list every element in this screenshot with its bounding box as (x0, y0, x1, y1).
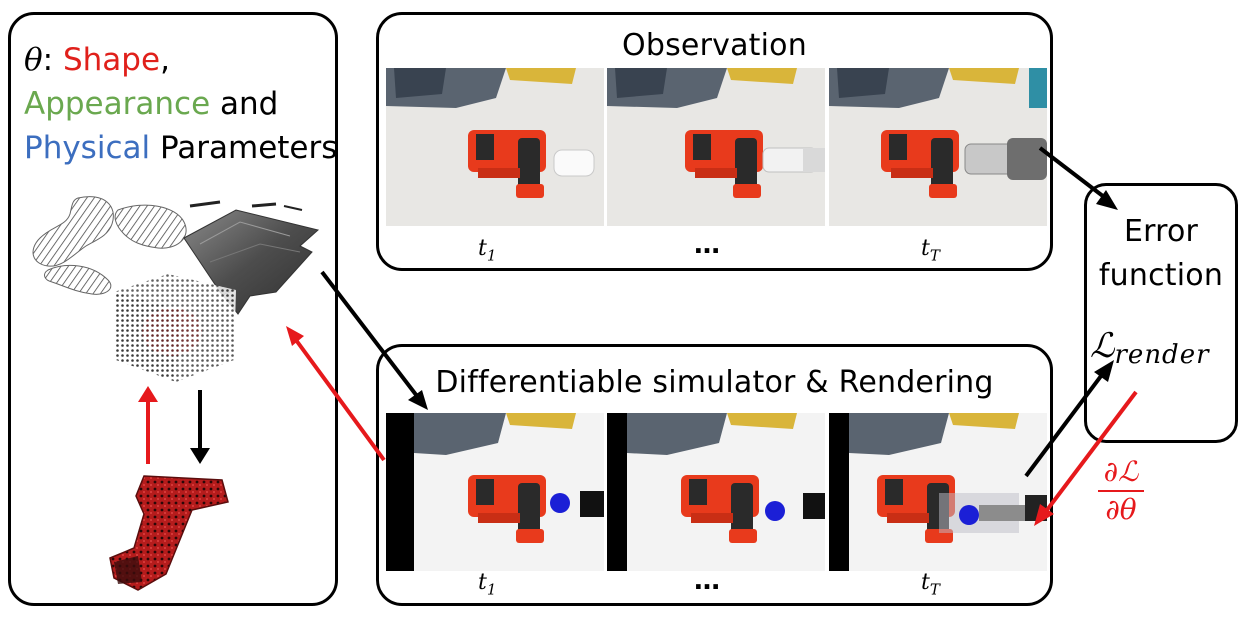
observation-title: Observation (622, 28, 807, 63)
fraction-bar (1098, 490, 1144, 492)
theta-symbol: θ (24, 42, 43, 78)
drill-icon (468, 130, 546, 198)
parameters-line-3: Physical Parameters (24, 130, 337, 166)
observation-label-ellipsis: … (694, 230, 721, 260)
arrow-simulator-to-error (1024, 360, 1114, 478)
arrow-observation-to-error (1038, 146, 1118, 210)
simulator-frame-3 (829, 413, 1047, 571)
sphere-icon (959, 505, 979, 525)
error-function-panel (1084, 183, 1238, 443)
loss-subscript: render (1114, 340, 1210, 370)
appearance-label: Appearance (24, 86, 211, 122)
gradient-denominator: ∂θ (1105, 493, 1137, 526)
arrow-error-to-simulator (1034, 390, 1138, 526)
error-line-1: Error (1123, 214, 1199, 249)
left-panel-arrows (138, 386, 210, 464)
observation-label-t1: t1 (478, 236, 497, 265)
simulator-frame-2 (607, 413, 825, 571)
parameters-line-1: θ: Shape, (24, 42, 170, 78)
observation-label-tT: tT (921, 236, 940, 265)
simulator-label-tT: tT (921, 570, 940, 599)
loss-render-label: ℒrender (1090, 326, 1210, 370)
drill-icon (468, 475, 546, 543)
shape-label: Shape (62, 42, 161, 78)
parameters-line-2: Appearance and (24, 86, 278, 122)
drill-reconstruction-icon (109, 475, 229, 591)
observation-frame-3 (829, 68, 1047, 226)
simulator-label-t1: t1 (478, 570, 497, 599)
arrow-parameters-to-simulator (320, 270, 428, 410)
parameters-word: Parameters (159, 130, 338, 166)
simulator-title: Differentiable simulator & Rendering (435, 365, 994, 400)
comma: , (160, 42, 170, 78)
observation-frame-2 (607, 68, 825, 226)
and-word: and (220, 86, 279, 122)
sphere-icon (550, 493, 570, 513)
simulator-frame-1 (386, 413, 604, 571)
simulator-label-ellipsis: … (694, 566, 721, 596)
error-line-2: function (1098, 258, 1224, 293)
drill-icon (881, 130, 959, 198)
gradient-numerator: ∂ℒ (1103, 455, 1139, 488)
drill-icon (681, 475, 759, 543)
arrow-simulator-to-parameters (286, 326, 386, 462)
sphere-icon (765, 501, 785, 521)
voxel-grid-icon (114, 274, 236, 382)
physical-label: Physical (24, 130, 151, 166)
gradient-fraction: ∂ℒ ∂θ (1098, 456, 1144, 526)
drill-icon (685, 130, 763, 198)
point-cloud-icon (32, 196, 187, 295)
observation-frame-1 (386, 68, 604, 226)
colon: : (42, 42, 54, 78)
loss-symbol: ℒ (1090, 326, 1115, 366)
